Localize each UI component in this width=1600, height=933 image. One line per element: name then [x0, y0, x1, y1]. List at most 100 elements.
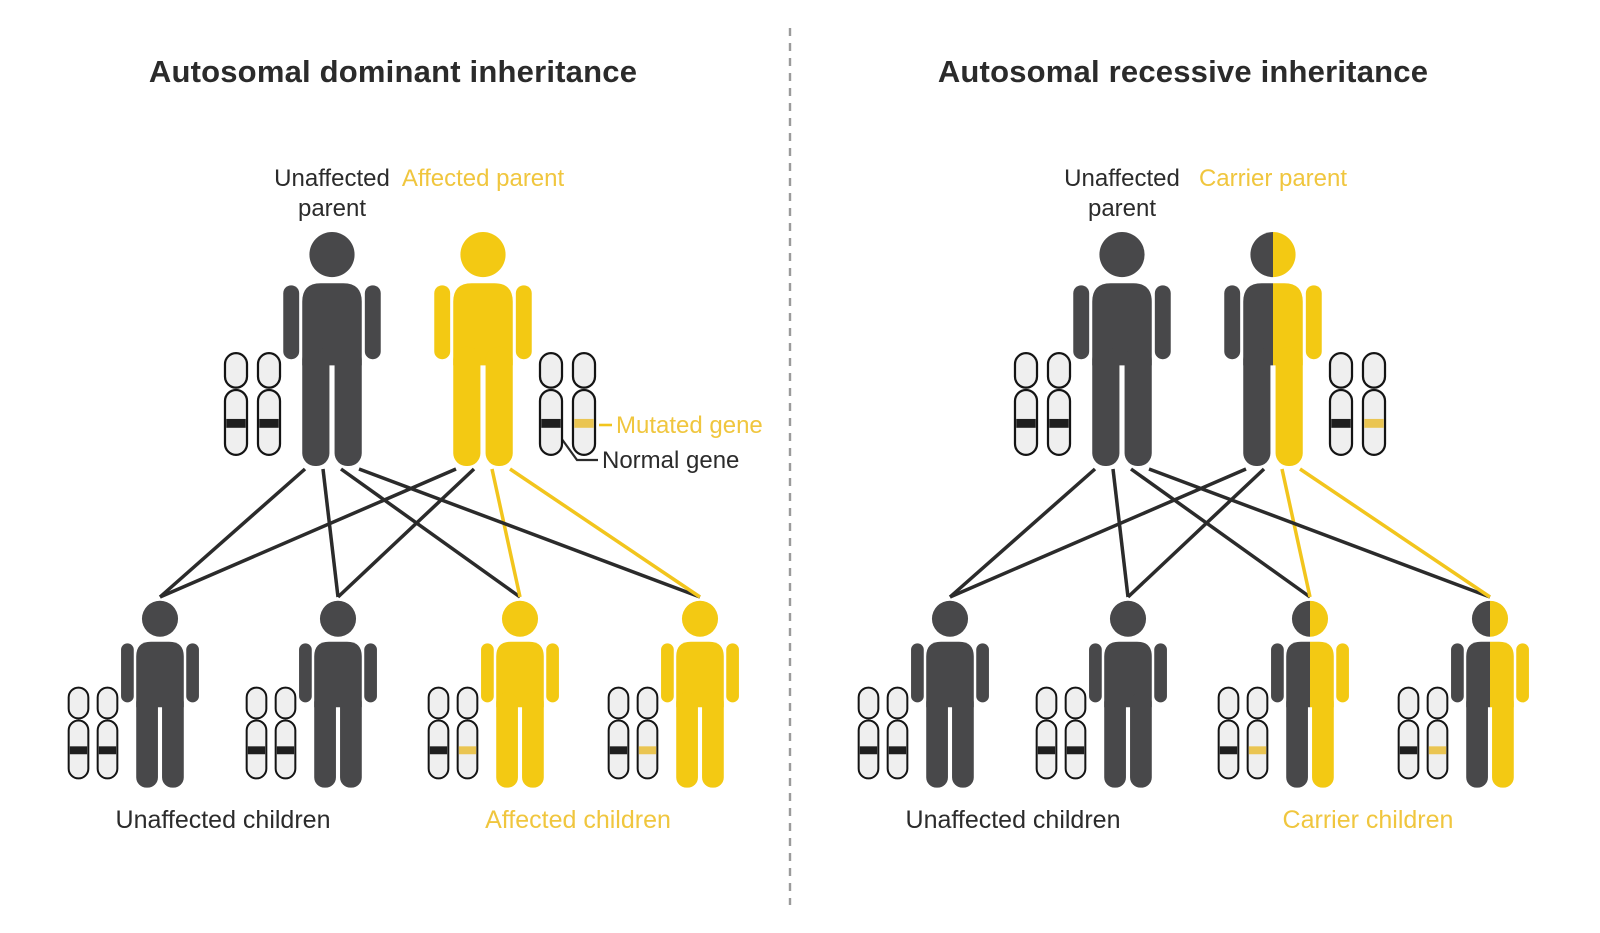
- parent-label-unaffected: Unaffected parent: [274, 165, 390, 222]
- inheritance-line: [1299, 467, 1491, 599]
- chromosome-band: [69, 746, 88, 755]
- chromosome-pair: [856, 678, 910, 788]
- inheritance-line: [1280, 468, 1312, 598]
- chromosome-icon: [1046, 352, 1072, 456]
- chromosome-icon: [1246, 686, 1269, 780]
- inheritance-line: [336, 467, 476, 599]
- person-icon: [1089, 600, 1167, 788]
- chromosome-band: [1364, 418, 1384, 428]
- chromosome-band: [888, 746, 907, 755]
- chromosome-band: [1016, 418, 1036, 428]
- chromosome-pair: [1012, 348, 1073, 460]
- child-figure: [297, 600, 379, 795]
- chromosome-icon: [636, 686, 659, 780]
- chromosome-icon: [256, 352, 282, 456]
- children-group-label-unaffected: Unaffected children: [905, 806, 1121, 834]
- parent-label-unaffected: Unaffected parent: [1064, 165, 1180, 222]
- person-icon: [1224, 232, 1322, 466]
- chromosome-band: [98, 746, 117, 755]
- chromosome-band: [1219, 746, 1238, 755]
- chromosome-band: [1037, 746, 1056, 755]
- children-group-label-affected: Affected children: [485, 806, 671, 834]
- chromosome-icon: [1361, 352, 1387, 456]
- chromosome-band: [429, 746, 448, 755]
- parent-figure: [1221, 232, 1325, 473]
- inheritance-line: [1129, 467, 1312, 599]
- chromosome-pair: [606, 678, 660, 788]
- parent-figure: [431, 232, 535, 473]
- chromosome-icon: [245, 686, 268, 780]
- person-icon: [121, 600, 199, 788]
- chromosome-icon: [857, 686, 880, 780]
- chromosome-band: [541, 418, 561, 428]
- chromosome-icon: [1035, 686, 1058, 780]
- chromosome-band: [859, 746, 878, 755]
- chromosome-pair: [1216, 678, 1270, 788]
- chromosome-icon: [1064, 686, 1087, 780]
- chromosome-icon: [1328, 352, 1354, 456]
- child-figure: [479, 600, 561, 795]
- chromosome-band: [1399, 746, 1418, 755]
- child-figure: [909, 600, 991, 795]
- inheritance-line: [159, 467, 457, 599]
- chromosome-band: [226, 418, 246, 428]
- chromosome-icon: [274, 686, 297, 780]
- person-icon: [434, 232, 532, 466]
- chromosome-band: [1331, 418, 1351, 428]
- person-icon: [1073, 232, 1171, 466]
- child-figure: [1087, 600, 1169, 795]
- parent-label-affected: Affected parent: [401, 165, 565, 192]
- chromosome-icon: [1013, 352, 1039, 456]
- chromosome-icon: [538, 352, 564, 456]
- chromosome-pair: [1327, 348, 1388, 460]
- child-figure: [1449, 600, 1531, 795]
- person-icon: [1451, 600, 1529, 788]
- panel-title-recessive: Autosomal recessive inheritance: [937, 54, 1429, 89]
- inheritance-line: [949, 467, 1247, 599]
- chromosome-pair: [426, 678, 480, 788]
- inheritance-line: [948, 467, 1097, 599]
- chromosome-band: [458, 746, 477, 755]
- chromosome-icon: [571, 352, 597, 456]
- person-icon: [283, 232, 381, 466]
- chromosome-icon: [886, 686, 909, 780]
- inheritance-line: [339, 467, 522, 599]
- chromosome-band: [1248, 746, 1267, 755]
- inheritance-line: [1111, 468, 1130, 598]
- chromosome-band: [609, 746, 628, 755]
- chromosome-band: [247, 746, 266, 755]
- inheritance-line: [490, 468, 522, 598]
- person-icon: [299, 600, 377, 788]
- panel-title-dominant: Autosomal dominant inheritance: [148, 54, 638, 89]
- chromosome-pair: [244, 678, 298, 788]
- chromosome-icon: [456, 686, 479, 780]
- chromosome-icon: [427, 686, 450, 780]
- parent-label-carrier: Carrier parent: [1198, 165, 1348, 192]
- chromosome-icon: [607, 686, 630, 780]
- inheritance-line: [321, 468, 340, 598]
- child-figure: [659, 600, 741, 795]
- chromosome-pair: [222, 348, 283, 460]
- chromosome-icon: [1397, 686, 1420, 780]
- children-group-label-unaffected: Unaffected children: [115, 806, 331, 834]
- chromosome-icon: [1217, 686, 1240, 780]
- inheritance-line: [158, 467, 307, 599]
- person-icon: [1271, 600, 1349, 788]
- parent-figure: [1070, 232, 1174, 473]
- inheritance-line: [1126, 467, 1266, 599]
- chromosome-icon: [1426, 686, 1449, 780]
- chromosome-pair: [537, 348, 598, 460]
- chromosome-icon: [67, 686, 90, 780]
- inheritance-line: [509, 467, 701, 599]
- chromosome-icon: [96, 686, 119, 780]
- person-icon: [481, 600, 559, 788]
- chromosome-pair: [66, 678, 120, 788]
- chromosome-band: [1428, 746, 1447, 755]
- parent-figure: [280, 232, 384, 473]
- chromosome-band: [574, 418, 594, 428]
- inheritance-line: [358, 467, 701, 599]
- chromosome-icon: [223, 352, 249, 456]
